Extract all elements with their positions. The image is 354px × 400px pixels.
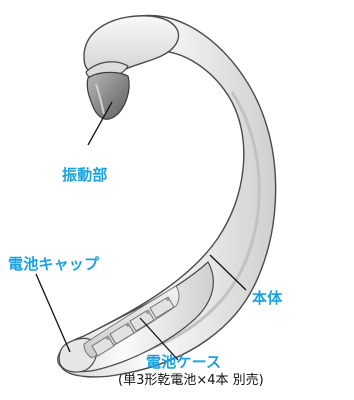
vibration-unit-shape [87, 72, 129, 119]
label-body: 本体 [252, 289, 282, 307]
label-battery-case: 電池ケース [146, 353, 221, 371]
label-vibration-unit: 振動部 [62, 166, 108, 184]
battery-note: (単3形乾電池×4本 別売) [118, 373, 264, 389]
label-battery-cap: 電池キャップ [8, 255, 99, 273]
leader-battery-cap [36, 274, 70, 352]
